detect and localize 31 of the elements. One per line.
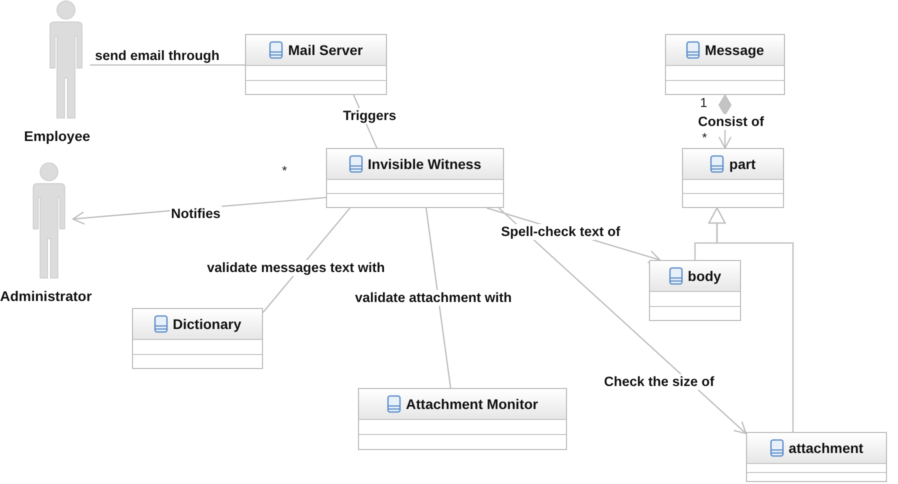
class-name: Message [704,42,764,58]
edge-label: validate attachment with [354,290,513,306]
class-name: body [688,268,722,284]
edge-label: validate messages text with [206,260,386,276]
class-box [326,148,504,208]
class-name: Mail Server [288,42,363,58]
association-line [90,64,245,66]
class-box [132,308,263,369]
edge-label: Spell-check text of [500,224,622,240]
actor-name: Employee [24,128,90,144]
class-name: part [729,156,756,172]
class-name: Attachment Monitor [406,396,538,412]
generalization-arrow [708,207,794,432]
multiplicity-label: * [282,164,288,178]
actor-name: Administrator [0,288,92,304]
class-name: Dictionary [172,316,242,332]
class-name: attachment [788,440,864,456]
class-box [358,388,567,450]
class-box [245,34,387,95]
multiplicity-label: * [702,131,708,145]
edge-label: Check the size of [603,374,716,390]
edge-label: Triggers [342,108,398,124]
class-name: Invisible Witness [368,156,482,172]
edge-label: Consist of [697,114,765,130]
association-line [425,208,452,388]
class-box [665,34,785,95]
multiplicity-label: 1 [700,96,708,110]
class-box [682,148,784,208]
edge-label: send email through [94,48,221,64]
class-box [746,432,887,482]
class-box [649,260,741,321]
